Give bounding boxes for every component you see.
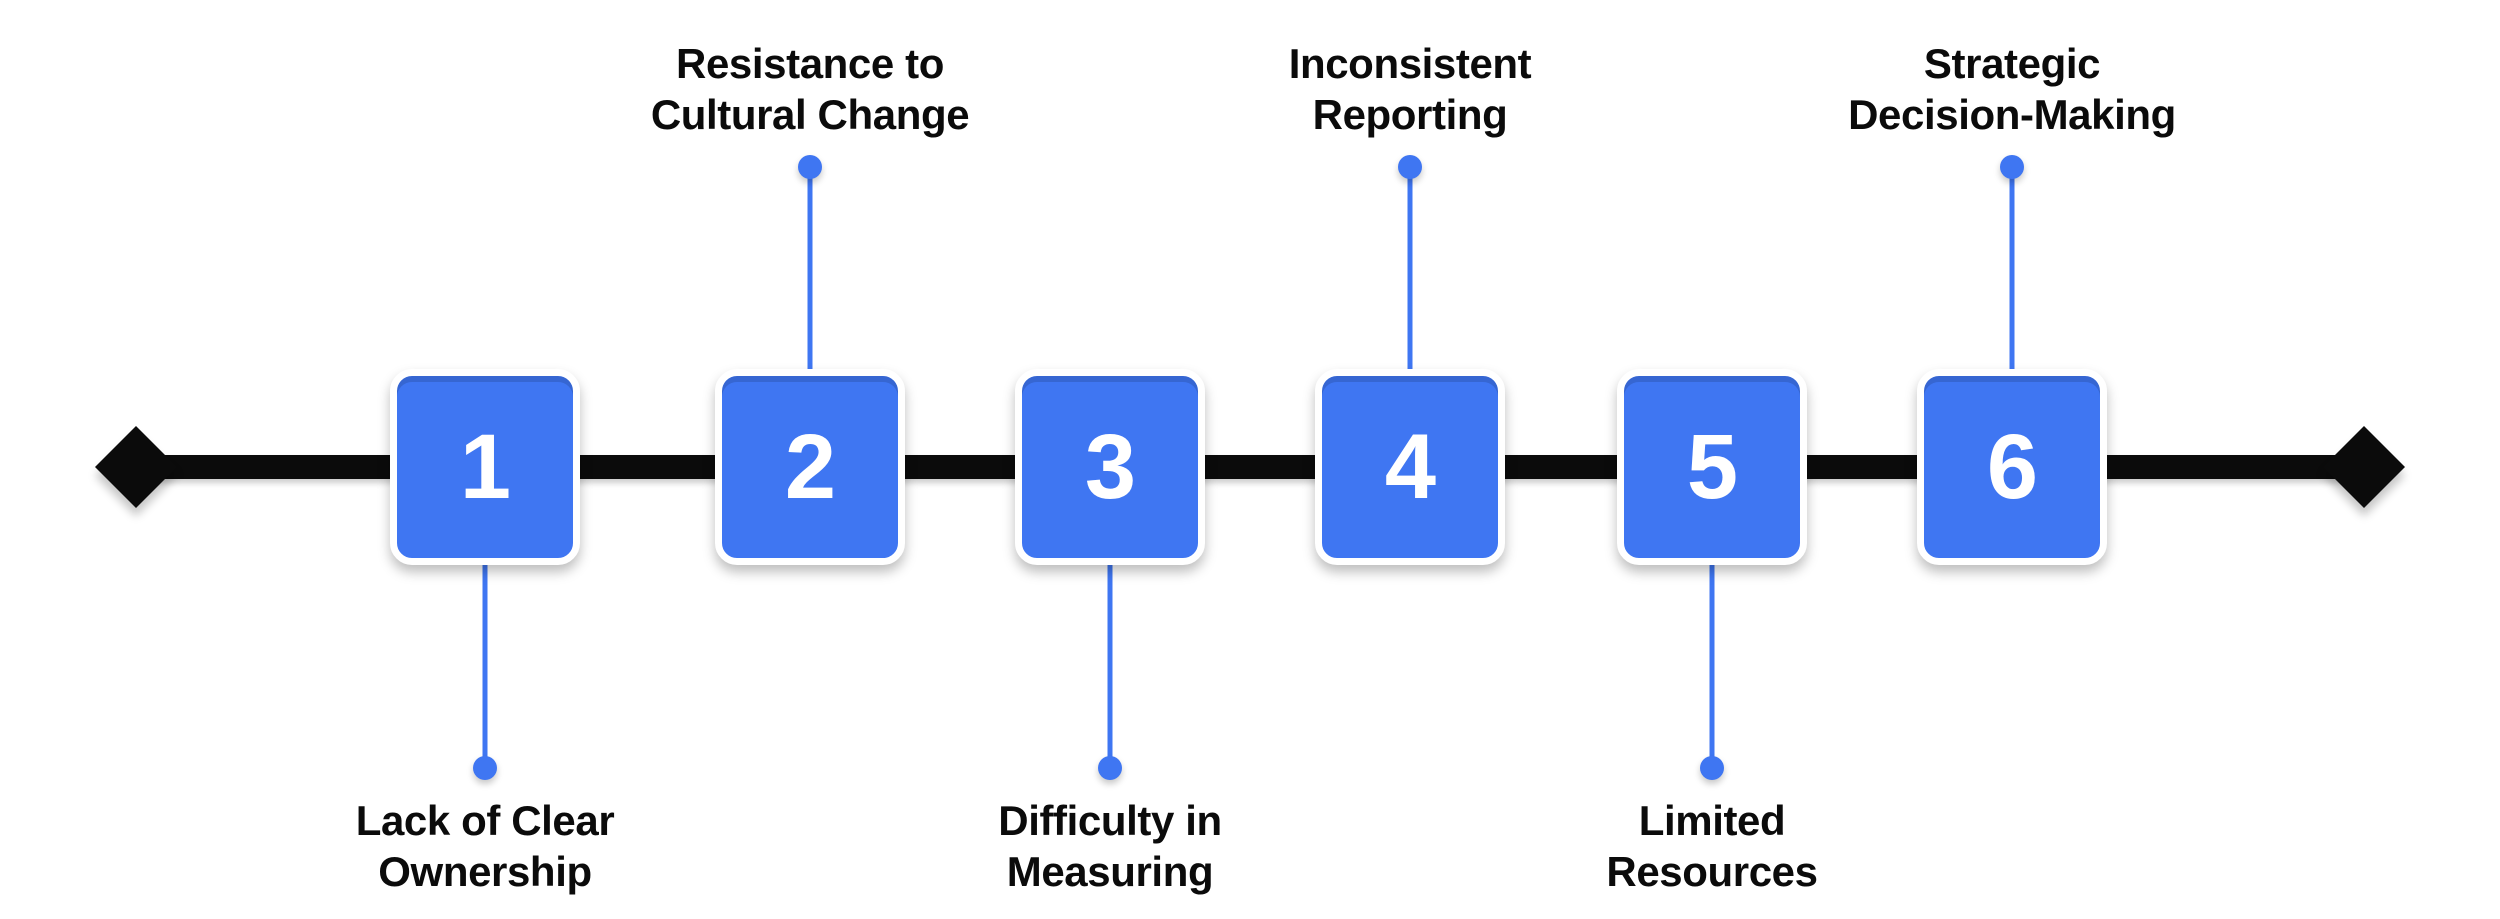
step-label-line: Ownership (378, 848, 592, 896)
connector-dot-icon (1398, 155, 1422, 179)
step-connector (780, 155, 840, 370)
step-label-line: Lack of Clear (355, 797, 615, 844)
step-label-line: Cultural Change (650, 90, 970, 138)
step-box-4[interactable]: 4 (1315, 369, 1505, 565)
step-box-6[interactable]: 6 (1917, 369, 2107, 565)
connector-stem (807, 167, 813, 370)
step-label-line: Resistance to (676, 39, 944, 87)
step-connector (1380, 155, 1440, 370)
diamond-arrow-right-icon (2322, 425, 2406, 509)
step-label-line: Inconsistent (1288, 39, 1532, 87)
step-number: 4 (1384, 416, 1436, 518)
step-connector (1080, 565, 1140, 780)
step-number: 5 (1686, 416, 1738, 518)
step-label-line: Resources (1606, 848, 1818, 896)
step-label-line: Strategic (1923, 39, 2101, 87)
step-label-line: Reporting (1312, 90, 1508, 138)
connector-dot-icon (2000, 155, 2024, 179)
step-label-line: Measuring (1006, 848, 1214, 896)
connector-dot-icon (473, 756, 497, 780)
step-number: 2 (784, 416, 836, 518)
step-number: 6 (1986, 416, 2038, 518)
step-number: 3 (1084, 416, 1136, 518)
step-connector (455, 565, 515, 780)
step-box-1[interactable]: 1 (390, 369, 580, 565)
connector-stem (2009, 167, 2015, 370)
step-number: 1 (459, 416, 511, 518)
connector-dot-icon (1098, 756, 1122, 780)
diamond-arrow-left-icon (94, 425, 178, 509)
step-label-line: Limited (1638, 797, 1786, 844)
connector-stem (1709, 565, 1715, 768)
step-label-line: Decision-Making (1848, 90, 2176, 138)
connector-stem (1407, 167, 1413, 370)
connector-stem (482, 565, 488, 768)
step-connector (1682, 565, 1742, 780)
connector-dot-icon (1700, 756, 1724, 780)
step-label-line: Difficulty in (998, 797, 1222, 844)
connector-dot-icon (798, 155, 822, 179)
connector-stem (1107, 565, 1113, 768)
step-box-3[interactable]: 3 (1015, 369, 1205, 565)
step-connector (1982, 155, 2042, 370)
step-box-2[interactable]: 2 (715, 369, 905, 565)
step-box-5[interactable]: 5 (1617, 369, 1807, 565)
